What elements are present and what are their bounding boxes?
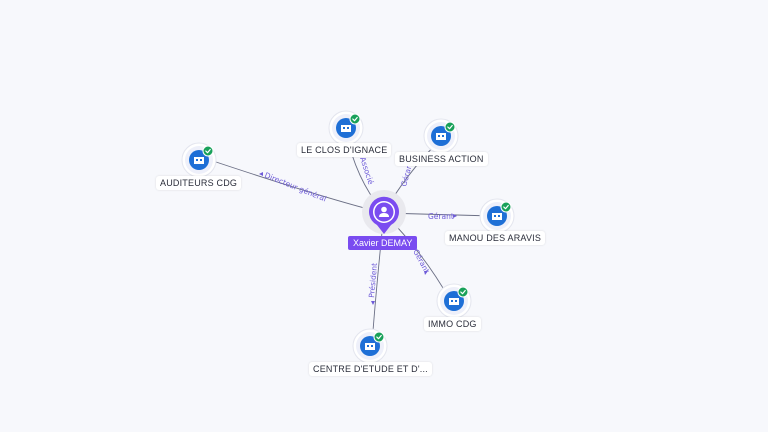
relation-label-manou: Gérant [428,212,454,221]
person-icon [379,206,389,217]
company-label-immo[interactable]: IMMO CDG [424,317,481,331]
company-label-clos[interactable]: LE CLOS D'IGNACE [297,143,392,157]
edge-arrow [453,214,457,218]
relation-label-centre: Président [367,262,379,298]
company-node-auditeurs[interactable] [181,142,217,178]
company-node-business[interactable] [423,118,459,154]
company-label-manou[interactable]: MANOU DES ARAVIS [445,231,546,245]
building-icon [341,125,351,132]
company-node-immo[interactable] [436,283,472,319]
verified-check-icon [202,145,214,157]
center-person-node[interactable] [362,190,406,234]
relation-label-clos: Associé [358,156,375,186]
verified-check-icon [457,286,469,298]
verified-check-icon [444,121,456,133]
relation-label-immo: Gérant [411,248,431,275]
verified-check-icon [500,201,512,213]
company-label-auditeurs[interactable]: AUDITEURS CDG [156,176,242,190]
relation-label-auditeurs: Directeur général [263,171,327,204]
company-label-business[interactable]: BUSINESS ACTION [395,152,488,166]
center-person-label[interactable]: Xavier DEMAY [348,236,418,250]
company-node-clos[interactable] [328,110,364,146]
building-icon [436,133,446,140]
edge-arrow [371,301,375,305]
building-icon [194,157,204,164]
verified-check-icon [349,113,361,125]
verified-check-icon [373,331,385,343]
company-node-manou[interactable] [479,198,515,234]
company-node-centre[interactable] [352,328,388,364]
building-icon [365,343,375,350]
edge-arrow [424,271,428,275]
building-icon [492,213,502,220]
company-label-centre[interactable]: CENTRE D'ETUDE ET D'... [309,362,432,376]
building-icon [449,298,459,305]
edge-arrow [259,172,263,176]
